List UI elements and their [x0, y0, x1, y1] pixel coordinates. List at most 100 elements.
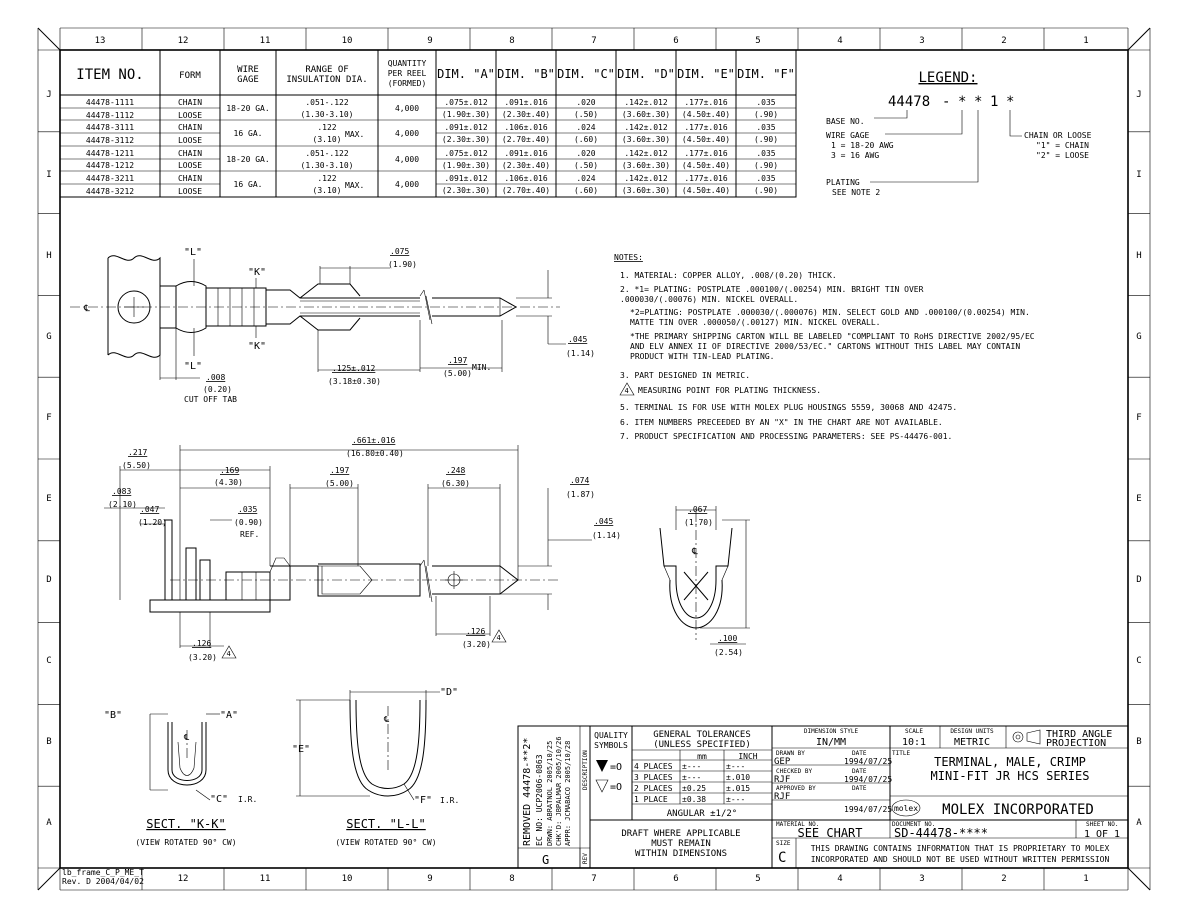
dim-f: (.90) [754, 135, 778, 144]
dim-b: .091±.016 [504, 149, 548, 158]
dim-d: .142±.012 [624, 123, 668, 132]
zone-8: 8 [509, 36, 514, 46]
dim-248: .248 [446, 466, 465, 475]
dim-a: .075±.012 [444, 98, 488, 107]
quality-symbol-2: =O [610, 782, 622, 793]
dim-a: .091±.012 [444, 123, 488, 132]
note-line: 7. PRODUCT SPECIFICATION AND PROCESSING … [620, 432, 952, 441]
zone-J: J [46, 90, 51, 100]
dim-d: .142±.012 [624, 98, 668, 107]
units: METRIC [954, 737, 990, 748]
form: LOOSE [178, 111, 202, 120]
dim-248: (6.30) [441, 479, 470, 488]
dim-008: .008 [206, 373, 225, 382]
dim-ref: REF. [240, 530, 259, 539]
zone-G: G [1136, 332, 1141, 342]
form: CHAIN [178, 174, 202, 183]
item-no: 44478-1211 [86, 149, 134, 158]
col-header-wire: WIRE [237, 65, 259, 75]
dim-f: .035 [756, 123, 775, 132]
gen-tol-sub: (UNLESS SPECIFIED) [653, 740, 751, 750]
note-line: PRODUCT WITH TIN-LEAD PLATING. [630, 352, 775, 361]
note-line: MATTE TIN OVER .000050/(.00127) MIN. NIC… [630, 318, 880, 327]
legend-plating: PLATING [826, 178, 860, 187]
dim-ir: I.R. [238, 795, 257, 804]
notes-title: NOTES: [614, 253, 643, 262]
item-no: 44478-3112 [86, 136, 134, 145]
dim-045: (1.14) [566, 349, 595, 358]
dim-197: .197 [448, 356, 467, 365]
legend-dash: - [942, 94, 950, 110]
dim-f: (.90) [754, 161, 778, 170]
legend-chain: CHAIN OR LOOSE [1024, 131, 1092, 140]
triangle-4-label: 4 [497, 634, 501, 642]
range: .051-.122 [305, 149, 349, 158]
dim-083: .083 [112, 487, 131, 496]
zone-11: 11 [260, 36, 271, 46]
table-row: 44478-3211 44478-3212 CHAIN LOOSE 16 GA.… [86, 174, 778, 196]
triangle-4-icon [221, 645, 237, 659]
section-k-marker: "K" [248, 341, 266, 352]
zone-7: 7 [591, 874, 596, 884]
zone-6: 6 [673, 874, 678, 884]
dim-b: (2.70±.40) [502, 186, 550, 195]
dim-d: (3.60±.30) [622, 161, 670, 170]
projection-label: THIRD ANGLE [1046, 729, 1112, 740]
dim-style: IN/MM [816, 737, 846, 748]
tol-places: 2 PLACES [634, 784, 673, 793]
range: (1.30-3.10) [301, 161, 354, 170]
dim-126: (3.20) [462, 640, 491, 649]
zone-3: 3 [919, 874, 924, 884]
zone-C: C [1136, 656, 1141, 666]
dim-c: .020 [576, 149, 595, 158]
material-label: MATERIAL NO. [776, 821, 819, 828]
note-line: 2. *1= PLATING: POSTPLATE .000100/(.0025… [620, 285, 924, 294]
dim-b: .091±.016 [504, 98, 548, 107]
draft-note: DRAFT WHERE APPLICABLE [621, 829, 740, 839]
revision-checked: CHK'D: JBPALMAR 2005/10/26 [555, 736, 563, 846]
sheet-no: 1 OF 1 [1084, 829, 1120, 840]
col-header-qty: PER REEL [388, 69, 427, 78]
cut-off-tab: CUT OFF TAB [184, 395, 237, 404]
sheet-label: SHEET NO. [1086, 821, 1119, 828]
dim-e: (4.50±.40) [682, 135, 730, 144]
legend-base-no: BASE NO. [826, 117, 865, 126]
side-view: .217 (5.50) .169 (4.30) .197 (5.00) .248… [104, 436, 621, 662]
zone-E: E [1136, 494, 1141, 504]
col-header-wire: GAGE [237, 75, 259, 85]
dim-045: (1.14) [592, 531, 621, 540]
zone-12: 12 [178, 36, 189, 46]
legend-star-1: * [958, 94, 966, 110]
dim-197: .197 [330, 466, 349, 475]
dim-a: (1.90±.30) [442, 110, 490, 119]
dim-008: (0.20) [203, 385, 232, 394]
dim-a: .075±.012 [444, 149, 488, 158]
range-max: MAX. [345, 181, 364, 190]
zone-8: 8 [509, 874, 514, 884]
zone-13: 13 [95, 36, 106, 46]
legend-chain: "2" = LOOSE [1036, 151, 1089, 160]
dim-a: (2.30±.30) [442, 135, 490, 144]
zone-12: 12 [178, 874, 189, 884]
date-label: DATE [852, 768, 867, 775]
dim-035: .035 [238, 505, 257, 514]
scale-label: SCALE [905, 728, 923, 735]
col-header-qty: (FORMED) [388, 79, 427, 88]
tol-mm: ±0.25 [682, 784, 706, 793]
zone-1: 1 [1083, 36, 1088, 46]
top-zone-labels: 13 12 11 10 9 8 7 6 5 4 3 2 1 [95, 36, 1089, 46]
molex-logo-text: molex [894, 804, 918, 813]
legend-wire-gage: WIRE GAGE [826, 131, 870, 140]
legend-wire-gage: 3 = 16 AWG [831, 151, 879, 160]
zone-F: F [1136, 413, 1141, 423]
note-line: .000030/(.00076) MIN. NICKEL OVERALL. [620, 295, 798, 304]
dim-b-label: "B" [104, 710, 122, 721]
zone-2: 2 [1001, 36, 1006, 46]
dim-197: (5.00) [325, 479, 354, 488]
tol-mm: ±0.38 [682, 795, 706, 804]
top-view: ℄ "L" "K" "K" "L" [70, 247, 595, 404]
dim-c: .024 [576, 123, 595, 132]
range: .051-.122 [305, 98, 349, 107]
col-header-dim-a: DIM. "A" [437, 67, 495, 81]
zone-B: B [1136, 737, 1141, 747]
